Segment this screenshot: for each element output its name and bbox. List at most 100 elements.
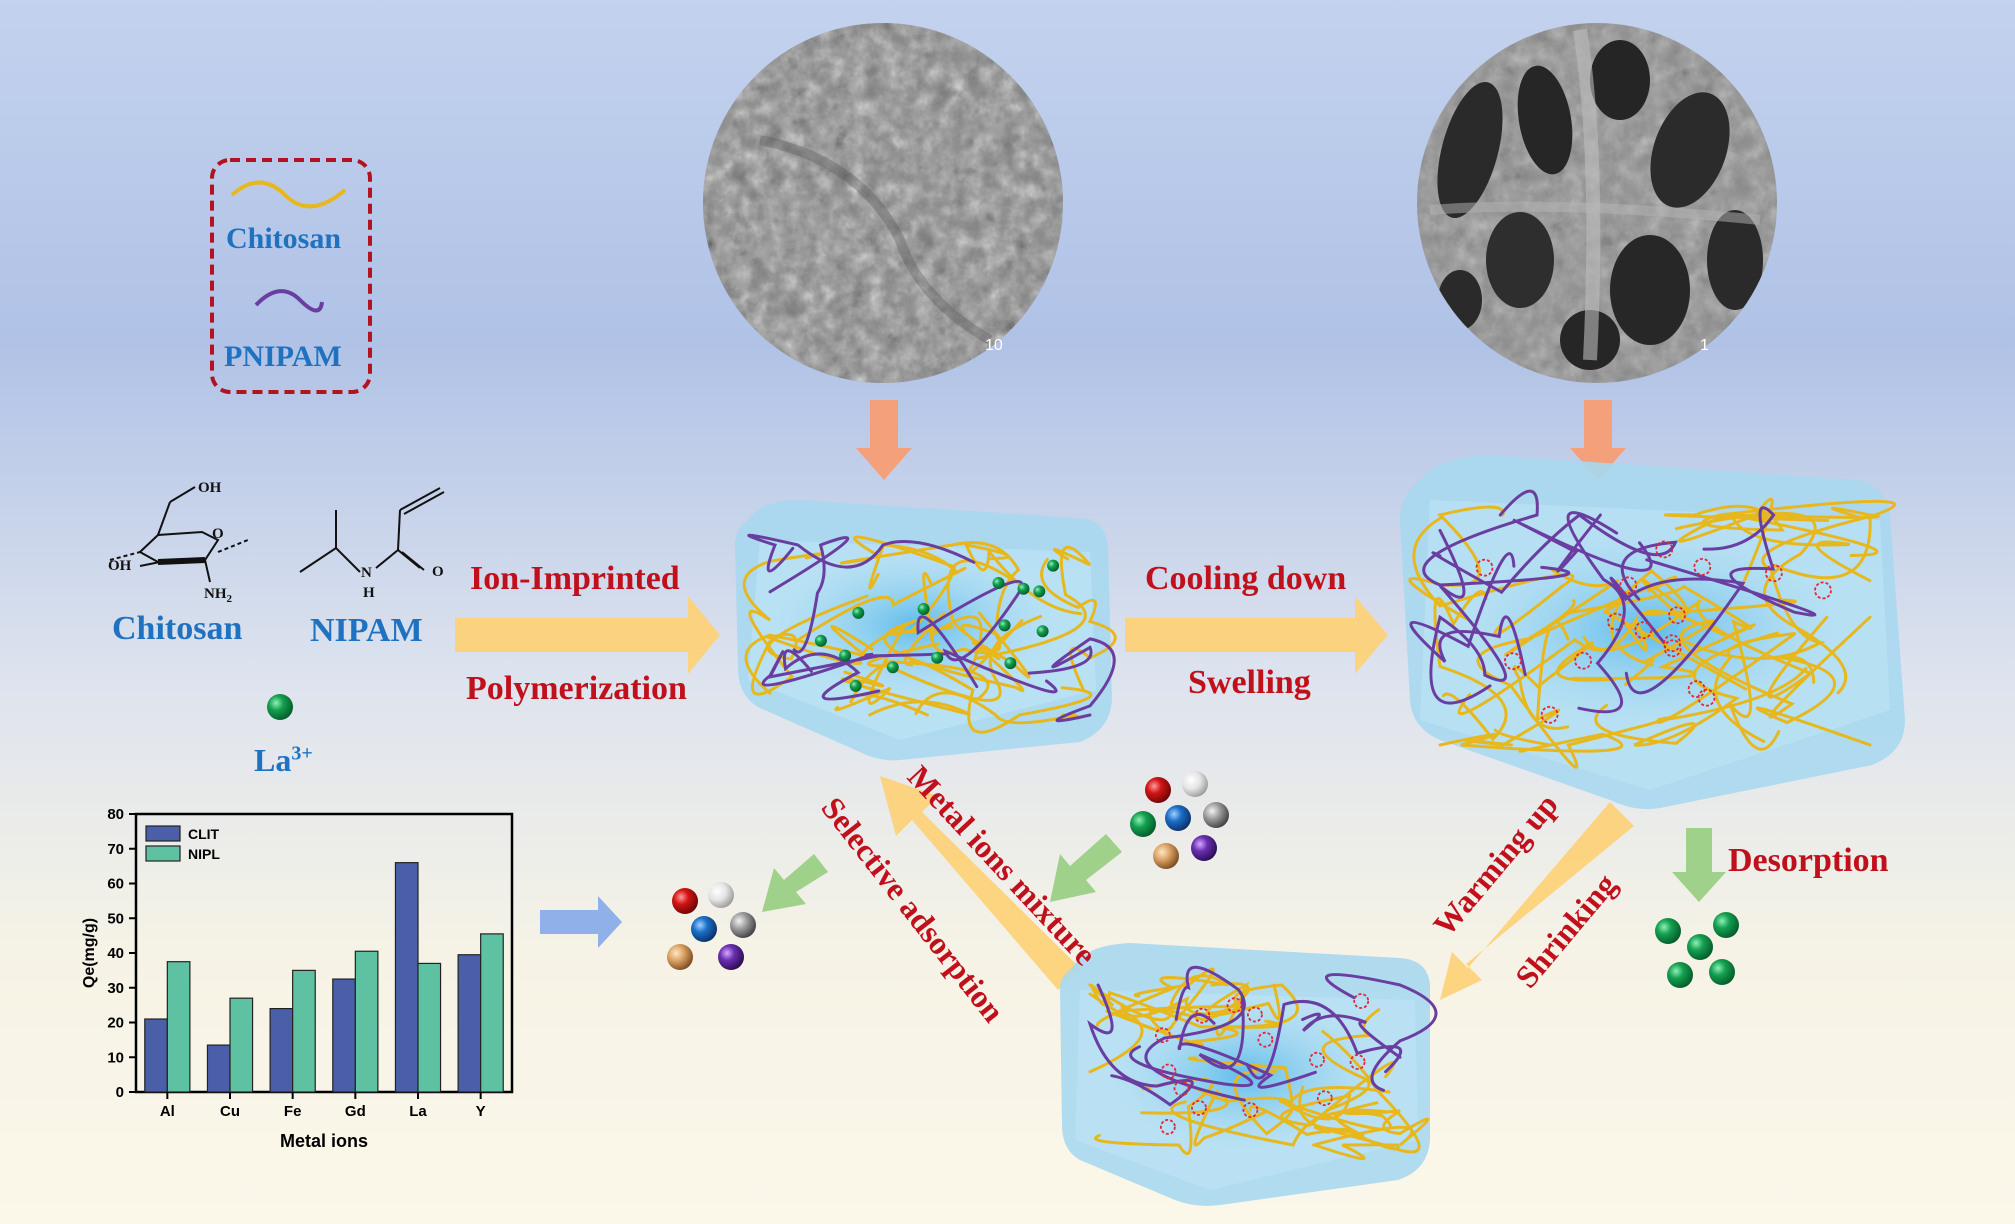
la-ion-label: La3+	[254, 742, 313, 779]
bar-nipl-al	[166, 961, 191, 1093]
la-ion-in-gel	[1004, 657, 1017, 670]
la-ion-in-gel	[814, 634, 827, 647]
chitosan-ring-o: O	[212, 526, 224, 542]
nipam-n: N	[361, 565, 372, 581]
chitosan-strand	[1674, 511, 1848, 695]
imprinted-cavity	[1655, 540, 1674, 559]
legend-pnipam-label: PNIPAM	[224, 340, 342, 373]
pnipam-strand	[1431, 513, 1678, 601]
imprinted-cavity	[1540, 705, 1559, 724]
imprinted-cavity	[1619, 576, 1638, 595]
sem-image-porous	[1417, 23, 1777, 383]
x-tick-label: Al	[160, 1103, 175, 1120]
la-ion-in-gel	[886, 661, 899, 674]
pnipam-strand	[1609, 576, 1746, 695]
bar-clit-fe	[269, 1007, 294, 1093]
chitosan-strand	[1188, 1056, 1391, 1106]
chitosan-strand	[1504, 566, 1678, 657]
gel-swollen	[1400, 455, 1905, 809]
pnipam-strand	[1566, 511, 1626, 714]
x-tick-label: La	[409, 1103, 427, 1120]
imprinted-cavity	[1309, 1051, 1325, 1068]
y-tick-label: 20	[107, 1015, 124, 1032]
pnipam-strand	[782, 649, 881, 701]
label-ion-imprinted: Ion-Imprinted	[470, 560, 680, 597]
gel-shrunk	[1060, 943, 1438, 1206]
pnipam-strand	[1645, 506, 1817, 617]
chitosan-strand	[797, 543, 967, 641]
label-polymerization: Polymerization	[466, 670, 687, 707]
imprinted-cavity	[1504, 652, 1522, 671]
metal-ions-mixture-cluster	[1130, 771, 1229, 869]
chitosan-strand	[744, 624, 874, 695]
imprinted-cavity	[1663, 634, 1681, 653]
la-ion-in-gel	[992, 577, 1005, 589]
chitosan-strand	[1321, 1008, 1381, 1112]
nipam-atom-labels: N H O	[361, 564, 444, 601]
chitosan-strand	[1088, 974, 1230, 1027]
chitosan-strand	[1663, 499, 1896, 532]
la-ion-in-gel	[1017, 582, 1030, 595]
desorbed-la-cluster	[1655, 912, 1739, 988]
imprinted-cavity	[1316, 1090, 1333, 1107]
imprinted-cavity	[1160, 1119, 1176, 1135]
pnipam-strand	[1144, 965, 1246, 1102]
chitosan-strand	[742, 552, 823, 696]
bar-nipl-fe	[292, 969, 316, 1093]
imprinted-cavity	[1160, 1063, 1177, 1080]
arrow-polymerization	[455, 596, 720, 674]
bar-clit-gd	[332, 978, 356, 1093]
imprinted-cavity	[1765, 564, 1783, 582]
chitosan-strand	[1088, 983, 1283, 1029]
chitosan-strand	[1461, 620, 1570, 747]
chitosan-line-icon	[230, 180, 347, 209]
sem-scale-fragment-left: 10	[985, 337, 1003, 354]
chitosan-strand	[1570, 598, 1797, 680]
arrow-shrinking	[1440, 802, 1634, 1000]
imprinted-cavity	[1668, 606, 1686, 625]
nipam-o: O	[432, 564, 444, 580]
la-ion-in-gel	[849, 679, 862, 692]
chitosan-strand	[834, 621, 1025, 712]
x-tick-label: Y	[476, 1103, 486, 1120]
arrow-sem-left	[856, 400, 912, 480]
pnipam-strand	[1087, 983, 1194, 1107]
pnipam-strand	[747, 533, 976, 573]
imprinted-cavity	[1634, 621, 1653, 640]
imprinted-cavity	[1574, 651, 1592, 670]
pnipam-strand	[1301, 1012, 1402, 1059]
bar-clit-cu	[206, 1044, 231, 1093]
imprinted-cavity	[1191, 1100, 1207, 1116]
chitosan-strand	[1040, 557, 1117, 693]
la-ion-icon	[267, 694, 293, 720]
imprinted-cavity	[1226, 997, 1243, 1014]
x-tick-label: Cu	[220, 1103, 240, 1120]
imprinted-cavity	[1475, 558, 1494, 577]
bar-clit-al	[144, 1018, 168, 1093]
chitosan-strand	[1729, 513, 1879, 583]
la-ion-in-gel	[1033, 585, 1046, 598]
imprinted-cavity	[1173, 1080, 1190, 1097]
imprinted-cavity	[1814, 581, 1832, 600]
bar-nipl-gd	[354, 950, 379, 1093]
la-symbol: La	[254, 742, 292, 778]
x-axis-label: Metal ions	[280, 1131, 368, 1151]
label-warming-up: Warming up	[1426, 787, 1565, 943]
arrow-swelling	[1125, 596, 1388, 674]
sem-image-dense	[703, 23, 1063, 383]
legend-chitosan-label: Chitosan	[226, 222, 342, 255]
imprinted-cavity	[1155, 1027, 1171, 1044]
chitosan-strand	[1298, 1085, 1400, 1161]
nipam-h: H	[363, 585, 375, 601]
gel-imprinted	[735, 500, 1117, 761]
arrow-chart-to-ions	[540, 896, 622, 948]
chitosan-strand	[929, 617, 1002, 661]
pnipam-strand	[1324, 973, 1438, 1092]
x-tick-label: Fe	[284, 1103, 302, 1120]
chitosan-strand	[1248, 1105, 1388, 1138]
la-charge: 3+	[291, 742, 313, 765]
legend-swatch-nipl	[145, 845, 181, 862]
la-ion-in-gel	[931, 651, 944, 664]
imprinted-cavity	[1247, 1006, 1263, 1023]
